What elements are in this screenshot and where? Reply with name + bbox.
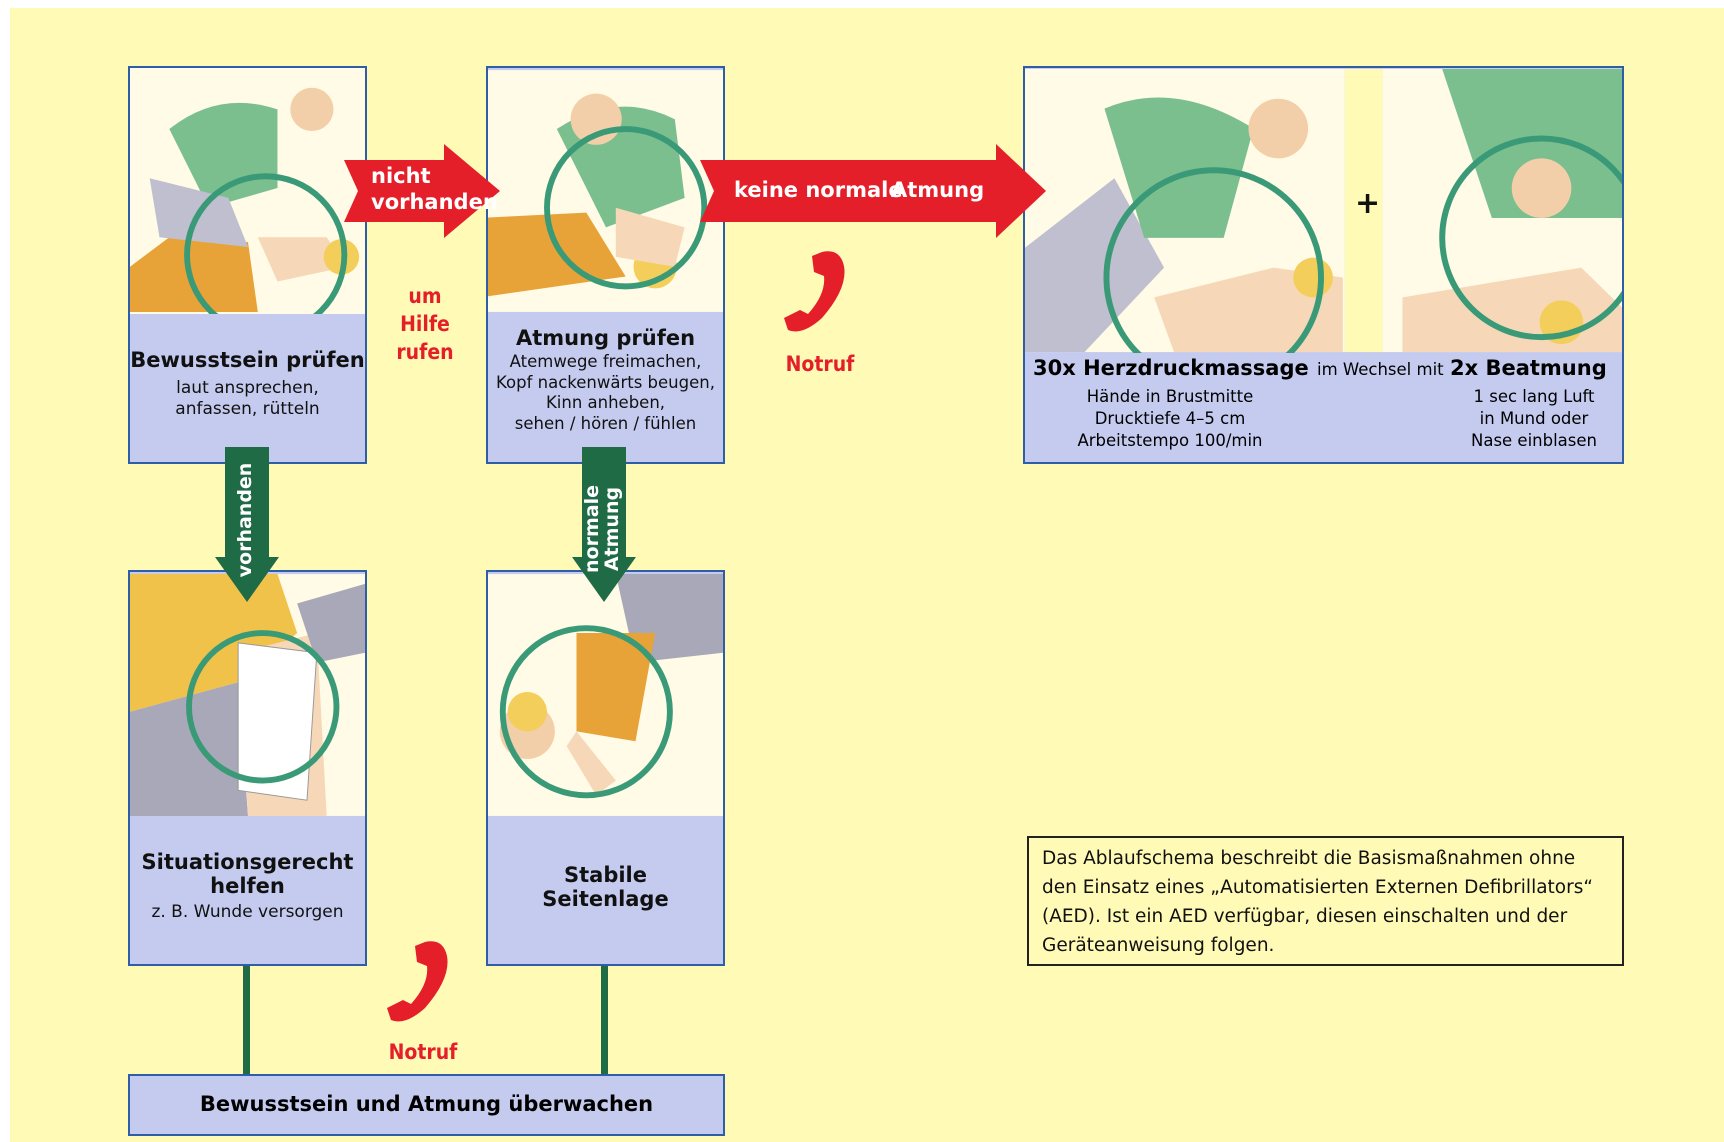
- monitor-label: Bewusstsein und Atmung überwachen: [199, 1092, 654, 1116]
- step-title: Atmung prüfen: [515, 326, 696, 350]
- phone-icon: [784, 251, 845, 332]
- arrow-normal-breathing-label: normale Atmung: [581, 485, 623, 573]
- call-for-help-line1: um: [408, 284, 442, 308]
- illustration-check-consciousness: [130, 68, 365, 314]
- ventilation-details: 1 sec lang Luft in Mund oder Nase einbla…: [1470, 387, 1597, 450]
- plus-sign: +: [1355, 186, 1381, 221]
- step-cpr: + 30x Herzdruckmassage im Wechsel mit 2x…: [1023, 66, 1624, 464]
- illustration-recovery-position: [488, 572, 723, 818]
- arrow-not-present-label-2: vorhanden: [371, 190, 498, 214]
- illustration-wound-care: [130, 572, 365, 818]
- step-instructions: laut ansprechen, anfassen, rütteln: [175, 378, 320, 419]
- emergency-call-label: Notruf: [785, 352, 855, 376]
- illustration-check-breathing: [488, 68, 723, 314]
- arrow-no-normal-label-2: Atmung: [891, 178, 985, 202]
- ventilation-title: 2x Beatmung: [1450, 356, 1607, 380]
- step-check-breathing: Atmung prüfen Atemwege freimachen, Kopf …: [486, 66, 725, 464]
- step-title-line1: Situationsgerecht: [141, 850, 354, 874]
- call-for-help-line2: Hilfe: [400, 312, 450, 336]
- step-monitor: Bewusstsein und Atmung überwachen: [128, 1074, 725, 1136]
- compressions-title: 30x Herzdruckmassage: [1033, 356, 1309, 380]
- step-instructions: z. B. Wunde versorgen: [151, 902, 344, 922]
- step-instructions: Atemwege freimachen, Kopf nackenwärts be…: [496, 352, 715, 433]
- arrow-not-present-label-1: nicht: [371, 164, 431, 188]
- step-recovery-position: Stabile Seitenlage: [486, 570, 725, 966]
- aed-note: Das Ablaufschema beschreibt die Basismaß…: [1027, 836, 1624, 966]
- compressions-details: Hände in Brustmitte Drucktiefe 4–5 cm Ar…: [1077, 387, 1263, 450]
- alternating-label: im Wechsel mit: [1317, 360, 1444, 379]
- step-help-appropriately: Situationsgerecht helfen z. B. Wunde ver…: [128, 570, 367, 966]
- arrow-present: [215, 447, 279, 602]
- emergency-call-label: Notruf: [388, 1040, 458, 1064]
- call-for-help-line3: rufen: [396, 340, 454, 364]
- connector-help-monitor: [243, 966, 250, 1074]
- step-title: Bewusstsein prüfen: [130, 348, 365, 372]
- step-title-line2: Seitenlage: [542, 887, 669, 911]
- arrow-no-normal-breathing: [700, 144, 1046, 238]
- illustration-cpr: +: [1025, 68, 1622, 353]
- step-check-consciousness: Bewusstsein prüfen laut ansprechen, anfa…: [128, 66, 367, 464]
- call-for-help-label: um Hilfe rufen: [385, 282, 465, 366]
- phone-icon: [387, 941, 448, 1022]
- arrow-present-label: vorhanden: [234, 462, 256, 578]
- arrow-normal-breathing: [572, 447, 636, 602]
- step-title-line1: Stabile: [563, 863, 647, 887]
- step-title-line2: helfen: [210, 874, 285, 898]
- arrow-no-normal-label-1: keine normale: [734, 178, 903, 202]
- connector-recovery-monitor: [601, 966, 608, 1074]
- arrow-not-present: [344, 144, 500, 238]
